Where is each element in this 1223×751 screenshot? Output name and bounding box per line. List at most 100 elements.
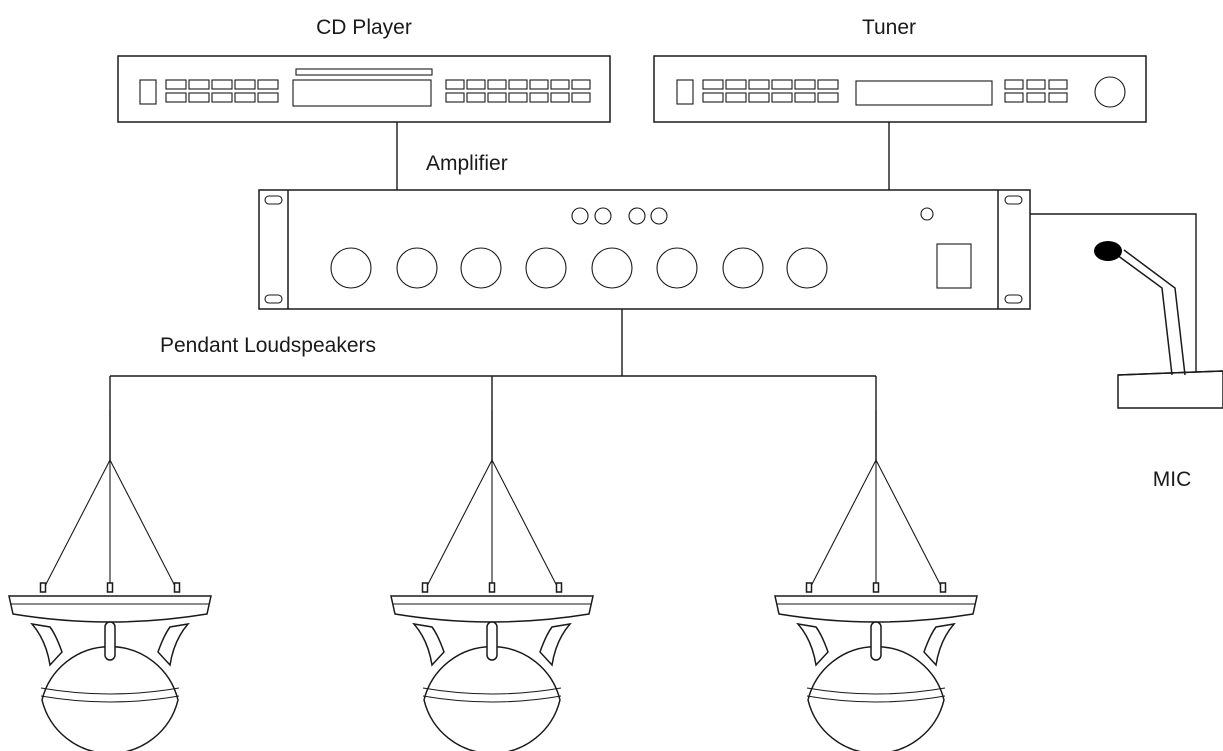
wire-clamp [106,582,114,593]
sphere-band [422,695,562,703]
amplifier-knobs [330,247,828,289]
wire-clamp [872,582,880,593]
device-button [188,92,210,103]
cd-player-label: CD Player [316,16,412,39]
tuner-buttons-left [702,79,839,103]
wire-clamp [939,582,947,593]
wire-clamp [555,582,563,593]
center-stem [870,621,882,661]
center-stem [104,621,116,661]
sphere-band [806,695,946,703]
device-button [1004,92,1024,103]
device-button [257,92,279,103]
reflector-disc [390,595,594,623]
wire-clamp [173,582,181,593]
device-button [725,92,747,103]
reflector-disc [774,595,978,623]
sphere-band [422,687,562,695]
pendant-loudspeakers-label: Pendant Loudspeakers [160,334,376,357]
amplifier-led [920,207,934,221]
device-button [702,79,724,90]
device-button [1048,79,1068,90]
volume-knob [460,247,502,289]
suspension-wire [491,459,560,591]
device-button [529,79,549,90]
tuner-buttons-right [1004,79,1068,103]
device-button [1004,79,1024,90]
device-button [445,79,465,90]
device-button [550,79,570,90]
device-button [466,79,486,90]
device-button [508,92,528,103]
speaker-sphere [807,645,945,751]
device-button [529,92,549,103]
device-button [234,79,256,90]
cd-player-buttons-right [445,79,591,103]
support-arm [30,622,63,667]
cd-player [117,55,611,123]
volume-knob [722,247,764,289]
support-arm [157,622,190,667]
wire-clamp [488,582,496,593]
suspension-wire [875,459,944,591]
support-arm [923,622,956,667]
device-button [794,92,816,103]
suspension-wire [42,459,111,591]
center-stem [486,621,498,661]
device-button [794,79,816,90]
device-button [165,79,187,90]
suspension-wire [424,459,493,591]
speaker-sphere [423,645,561,751]
device-button [550,92,570,103]
device-button [702,92,724,103]
tuner [653,55,1147,123]
amplifier [258,189,1031,310]
volume-knob [396,247,438,289]
support-arm [412,622,445,667]
sphere-band [40,695,180,703]
device-button [571,92,591,103]
speaker-sphere [41,645,179,751]
sphere-band [806,687,946,695]
device-button [1026,79,1046,90]
tuner-label: Tuner [862,16,916,39]
pendant-speaker [8,410,212,751]
wire-clamp [39,582,47,593]
mic-label: MIC [1153,468,1192,491]
indicator-light [571,207,589,225]
volume-knob [330,247,372,289]
device-button [211,79,233,90]
wiring [109,122,1197,410]
device-button [771,92,793,103]
wire-clamp [805,582,813,593]
support-arm [539,622,572,667]
device-button [748,92,770,103]
mic-head [1094,241,1122,261]
volume-knob [656,247,698,289]
indicator-light [650,207,668,225]
device-button [771,79,793,90]
volume-knob [786,247,828,289]
volume-knob [525,247,567,289]
device-button [725,79,747,90]
indicator-light [628,207,646,225]
device-button [487,79,507,90]
device-button [508,79,528,90]
device-button [466,92,486,103]
suspension-wire [109,459,178,591]
microphone [1094,241,1223,409]
tuner-knob [1094,76,1126,108]
pendant-speaker [774,410,978,751]
device-button [817,92,839,103]
volume-knob [591,247,633,289]
amplifier-indicators [571,207,668,225]
device-button [188,79,210,90]
device-button [748,79,770,90]
pendant-speaker [390,410,594,751]
sphere-band [40,687,180,695]
reflector-disc [8,595,212,623]
amplifier-label: Amplifier [426,152,508,175]
device-button [165,92,187,103]
cd-player-buttons-left [165,79,279,103]
